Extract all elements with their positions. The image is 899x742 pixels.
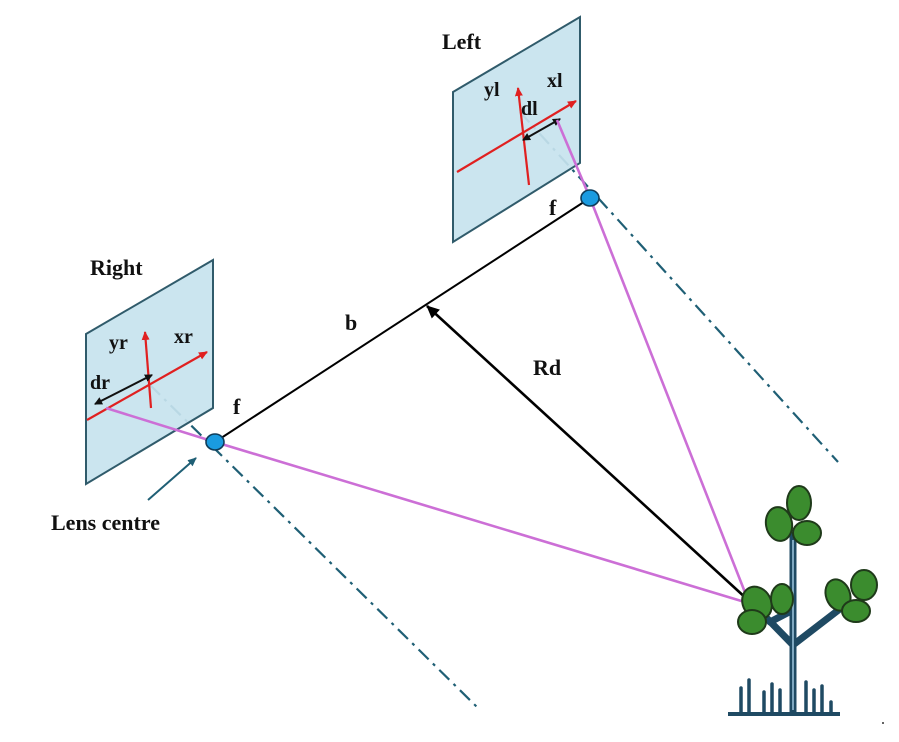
left-sensor-plane: [452, 15, 581, 244]
right-dr-arrow: [94, 374, 153, 405]
left-lens-centre: [580, 189, 600, 207]
left-focal-length-label: f: [549, 195, 557, 220]
xr-label: xr: [174, 326, 193, 348]
rd-label: Rd: [533, 355, 561, 380]
xl-label: xl: [547, 70, 563, 92]
right-projection-ray: [105, 406, 749, 605]
right-lens-centre: [205, 433, 225, 451]
dl-label: dl: [521, 98, 538, 120]
left-dl-arrow: [522, 118, 561, 141]
dr-label: dr: [90, 372, 110, 394]
rd-arrow: [426, 305, 749, 601]
left-optical-axis: [519, 111, 839, 463]
left-camera-label: Left: [442, 29, 482, 54]
right-optical-axis: [149, 384, 479, 709]
baseline-label: b: [345, 310, 357, 335]
right-focal-length-label: f: [233, 394, 241, 419]
yl-label: yl: [484, 79, 500, 101]
lens-centre-pointer-arrow: [147, 457, 197, 501]
right-sensor-plane: [85, 258, 214, 486]
lens-centre-label: Lens centre: [51, 510, 160, 535]
baseline-b: [214, 197, 591, 443]
corner-dot: [882, 722, 884, 724]
yr-label: yr: [109, 332, 128, 354]
plant-icon: [728, 485, 878, 716]
right-camera-label: Right: [90, 255, 143, 280]
left-xl-axis: [456, 100, 577, 173]
